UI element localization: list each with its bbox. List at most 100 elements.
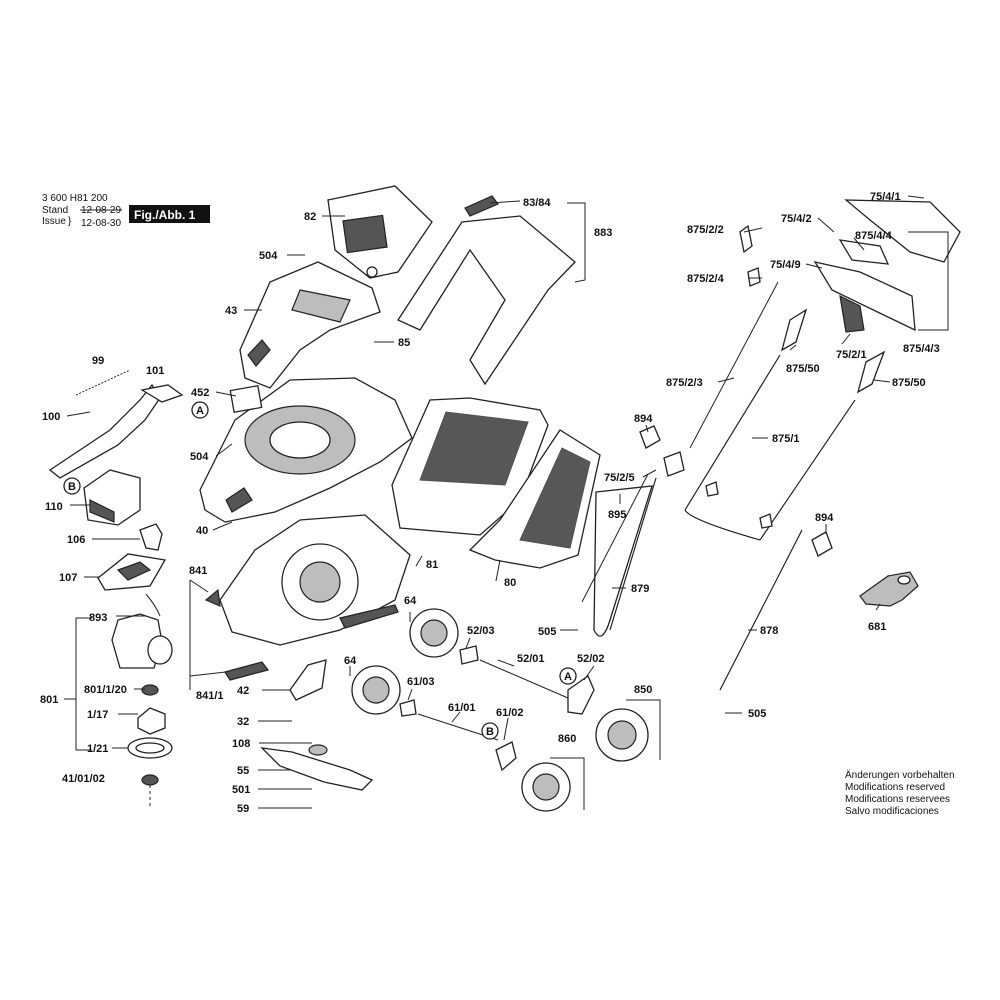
label-64-b: 64: [344, 655, 357, 667]
label-75-4-2: 75/4/2: [781, 213, 812, 225]
label-860: 860: [558, 733, 576, 745]
flap-42: [289, 659, 327, 701]
callout-b2: B: [486, 726, 494, 738]
label-106: 106: [67, 534, 85, 546]
label-894-a: 894: [634, 413, 653, 425]
label-1-17: 1/17: [87, 709, 108, 721]
callout-circle-b1: [63, 477, 81, 495]
label-504-mid: 504: [190, 451, 209, 463]
label-875-50-b: 875/50: [892, 377, 926, 389]
label-40: 40: [196, 525, 208, 537]
grass-box-81: [391, 397, 549, 536]
part-labels: A B A B 82 83/84 883 504 43 85 452 504 4…: [40, 191, 940, 815]
switch-106: [139, 523, 163, 551]
label-75-2-5: 75/2/5: [604, 472, 635, 484]
label-55: 55: [237, 765, 249, 777]
label-81: 81: [426, 559, 438, 571]
label-99: 99: [92, 355, 104, 367]
label-52-03: 52/03: [467, 625, 495, 637]
label-879: 879: [631, 583, 649, 595]
note-german: Änderungen vorbehalten: [845, 769, 955, 781]
label-75-4-9: 75/4/9: [770, 259, 801, 271]
handle-top-75-4: [813, 199, 961, 333]
label-894-b: 894: [815, 512, 834, 524]
leader-lines: [64, 195, 949, 810]
grip-681: [859, 571, 919, 607]
callout-circle-a1: [191, 401, 209, 419]
label-501: 501: [232, 784, 250, 796]
label-32: 32: [237, 716, 249, 728]
label-875-2-2: 875/2/2: [687, 224, 724, 236]
label-504-top: 504: [259, 250, 278, 262]
doc-number: 3 600 H81 200: [42, 193, 108, 204]
grass-box-80: [468, 429, 601, 569]
label-875-4-3: 875/4/3: [903, 343, 940, 355]
label-108: 108: [232, 738, 250, 750]
note-french: Modifications reservees: [845, 794, 950, 805]
cover-110: [83, 469, 141, 526]
label-64-a: 64: [404, 595, 417, 607]
label-41-01-02: 41/01/02: [62, 773, 105, 785]
label-61-01: 61/01: [448, 702, 476, 714]
clamp-parts-875-2: [639, 224, 833, 557]
label-100: 100: [42, 411, 60, 423]
label-43: 43: [225, 305, 237, 317]
label-681: 681: [868, 621, 886, 633]
issue-label: Issue: [42, 216, 66, 227]
axle-52: [459, 645, 595, 715]
figure-label: Fig./Abb. 1: [134, 208, 196, 222]
motor-housing-40: [199, 377, 413, 523]
label-101: 101: [146, 365, 164, 377]
blades-841: [204, 588, 270, 681]
label-505-b: 505: [748, 708, 766, 720]
label-61-03: 61/03: [407, 676, 435, 688]
callout-a2: A: [564, 671, 572, 683]
label-75-2-1: 75/2/1: [836, 349, 867, 361]
label-80: 80: [504, 577, 516, 589]
callouts: [63, 401, 577, 740]
wheel-front-left: [351, 665, 401, 715]
label-875-4-4: 875/4/4: [855, 230, 893, 242]
label-883: 883: [594, 227, 612, 239]
stand-label: Stand: [42, 205, 68, 216]
label-895: 895: [608, 509, 626, 521]
callout-b1: B: [68, 481, 76, 493]
new-date: 12-08-30: [81, 218, 121, 229]
label-75-4-1: 75/4/1: [870, 191, 901, 203]
label-875-2-3: 875/2/3: [666, 377, 703, 389]
label-878: 878: [760, 625, 778, 637]
label-52-02: 52/02: [577, 653, 605, 665]
handle-tubes: [593, 281, 856, 691]
lever-100: [48, 383, 184, 479]
note-spanish: Salvo modificaciones: [845, 806, 939, 817]
blade-55: [260, 744, 374, 791]
deck: [219, 514, 411, 646]
label-52-01: 52/01: [517, 653, 545, 665]
label-85: 85: [398, 337, 410, 349]
label-875-1: 875/1: [772, 433, 800, 445]
callout-circle-b2: [481, 722, 499, 740]
label-875-2-4: 875/2/4: [687, 273, 725, 285]
label-841-1: 841/1: [196, 690, 224, 702]
header-block: 3 600 H81 200 Stand Issue } 12-08-29 12-…: [42, 193, 210, 229]
label-893: 893: [89, 612, 107, 624]
label-875-50-a: 875/50: [786, 363, 820, 375]
brace-symbol: }: [68, 216, 72, 227]
label-110: 110: [45, 501, 63, 513]
label-801: 801: [40, 694, 58, 706]
handle-grips-875-50: [780, 308, 886, 394]
modification-notes: Änderungen vorbehalten Modifications res…: [845, 769, 955, 817]
grass-chute-cover-883: [397, 195, 576, 386]
housing-top-43: [239, 261, 381, 389]
wheel-rear-left: [409, 608, 459, 658]
label-83-84: 83/84: [523, 197, 551, 209]
cover-82: [327, 185, 433, 279]
tray-107: [97, 553, 167, 591]
label-82: 82: [304, 211, 316, 223]
callout-circle-a2: [559, 667, 577, 685]
label-452: 452: [191, 387, 209, 399]
label-850: 850: [634, 684, 652, 696]
cable-879: [581, 473, 649, 603]
figure-label-box: [129, 205, 210, 223]
